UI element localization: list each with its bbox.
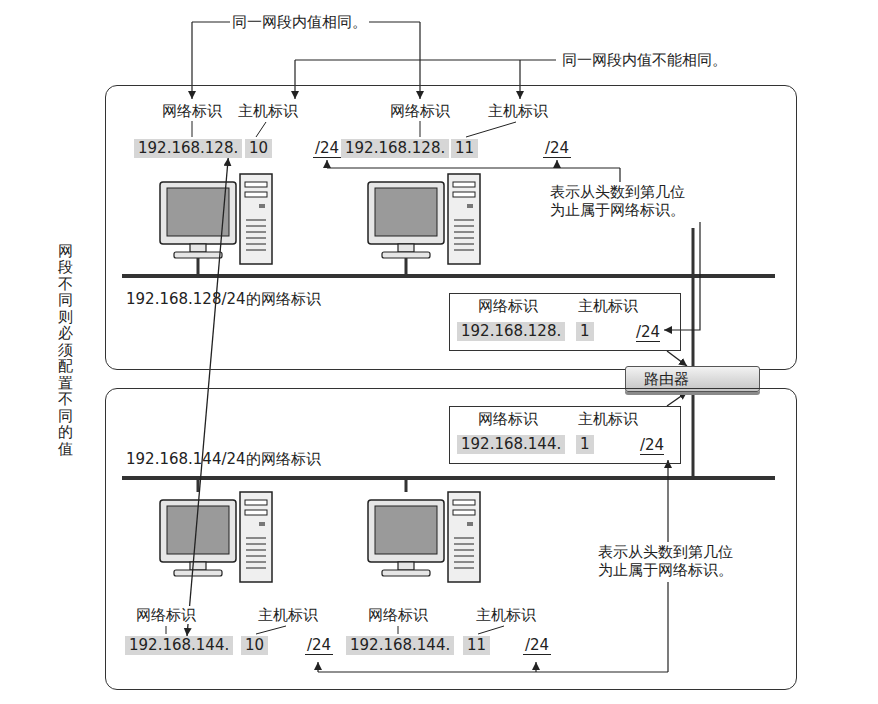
annotation-label: 网络标识 — [160, 102, 224, 120]
network-segment: 192.168.144/24的网络标识网络标识主机标识/24192.168.14… — [105, 388, 797, 690]
network-id-value: 192.168.144. — [457, 435, 565, 454]
node-text: 192.168.144. — [129, 636, 229, 654]
annotation-label: 同一网段内值相同。 — [230, 13, 369, 31]
network-id-value: 192.168.144. — [346, 636, 454, 655]
host-id-value: 10 — [245, 139, 272, 158]
router-interface-box: 网络标识 主机标识/24 192.168.144. 1 — [449, 406, 681, 464]
annotation-label: 表示从头数到第几位为止属于网络标识。 — [596, 543, 746, 579]
host-id-value: 11 — [451, 139, 478, 158]
node-text: 192.168.144. — [461, 435, 561, 453]
annotation-label: 网络标识 — [134, 606, 198, 624]
annotation-label: 表示从头数到第几位为止属于网络标识。 — [548, 183, 698, 219]
annotation-label: 网络标识 — [388, 102, 452, 120]
prefix-length: /24 — [313, 140, 341, 158]
node-text: 路由器 — [644, 371, 689, 388]
router-interface-box: 网络标识 主机标识/24 192.168.128. 1 — [449, 293, 681, 351]
node-text: 1 — [580, 435, 590, 453]
node-text: /24 — [636, 324, 660, 342]
leader-line — [166, 121, 516, 634]
network-id-value: 192.168.128. — [457, 322, 565, 341]
connector — [667, 351, 687, 366]
computer-icon — [368, 492, 480, 582]
node-text: 192.168.128. — [138, 139, 238, 157]
annotation-label: 同一网段内值不能相同。 — [560, 51, 729, 69]
connector — [187, 158, 228, 636]
node-text: 11 — [467, 636, 486, 654]
node-text: 主机标识 — [578, 411, 638, 428]
callout-bracket — [192, 22, 556, 99]
node-text: /24 — [640, 437, 664, 455]
prefix-length: /24 — [543, 140, 571, 158]
prefix-arrow — [318, 160, 700, 672]
computer-icon — [368, 174, 480, 264]
node-text: 192.168.128/24的网络标识 — [126, 291, 321, 308]
node-text: 10 — [245, 636, 264, 654]
network-id-value: 192.168.128. — [341, 139, 449, 158]
node-text: 主机标识 — [578, 298, 638, 315]
node-text: 192.168.144/24的网络标识 — [126, 451, 321, 468]
node-text: 网络标识 — [478, 411, 538, 428]
annotation-label: 主机标识 — [256, 606, 320, 624]
node-text: 网络标识 — [478, 298, 538, 315]
node-text: 1 — [580, 322, 590, 340]
node-text: 10 — [249, 139, 268, 157]
network-segment: 192.168.128/24的网络标识 192.168.128. 10 192.168… — [105, 85, 797, 370]
node-text: 192.168.144. — [350, 636, 450, 654]
node-text: 11 — [455, 139, 474, 157]
annotation-label: 主机标识 — [236, 102, 300, 120]
connector — [667, 392, 687, 406]
annotation-label: 主机标识 — [486, 102, 550, 120]
annotation-label: 网络标识 — [366, 606, 430, 624]
prefix-length: /24 — [523, 637, 551, 655]
node-text: 192.168.128. — [345, 139, 445, 157]
computer-icon — [160, 492, 272, 582]
host-id-value: 10 — [241, 636, 268, 655]
node-text: 192.168.128. — [461, 322, 561, 340]
host-id-value: 1 — [576, 322, 594, 341]
network-id-value: 192.168.144. — [125, 636, 233, 655]
host-id-value: 11 — [463, 636, 490, 655]
edge-label: 网段不同则必须配置不同的值 — [56, 243, 75, 458]
computer-icon — [160, 174, 272, 264]
network-id-value: 192.168.128. — [134, 139, 242, 158]
host-id-value: 1 — [576, 435, 594, 454]
network-wire — [122, 228, 775, 492]
prefix-length: /24 — [305, 637, 333, 655]
annotation-label: 主机标识 — [474, 606, 538, 624]
